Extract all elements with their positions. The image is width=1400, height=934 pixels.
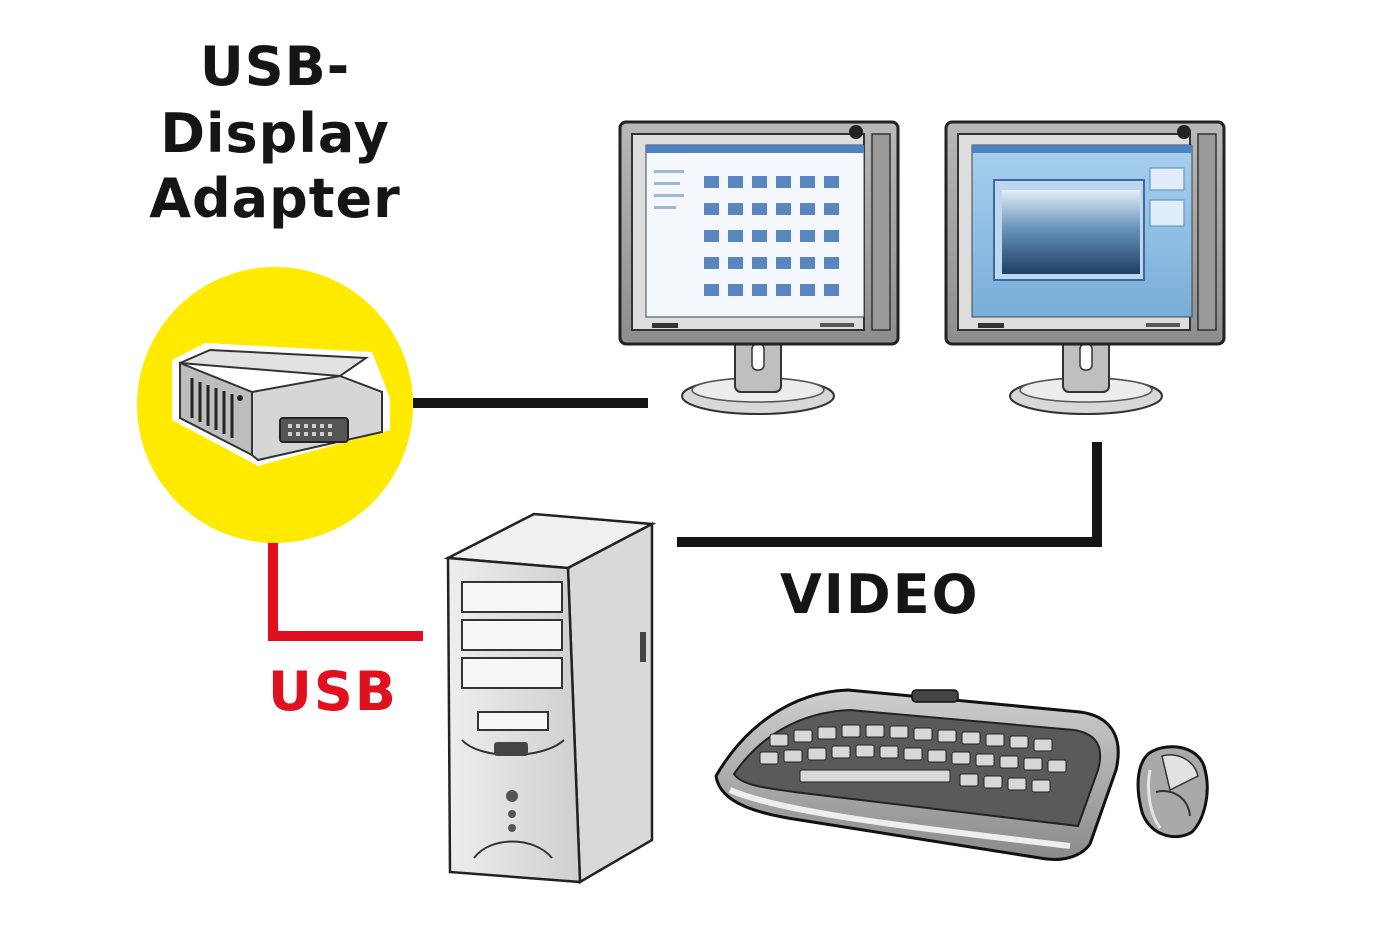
title-line-3: Adapter (149, 167, 401, 230)
title-line-1: USB- (199, 35, 351, 98)
pc-tower-icon (443, 512, 657, 885)
monitor-right-icon (944, 120, 1226, 415)
usb-label: USB (268, 660, 398, 723)
keyboard-icon (714, 688, 1120, 861)
video-cable-pc-to-monitor (677, 442, 1102, 547)
usb-cable (268, 540, 423, 641)
mouse-icon (1136, 745, 1209, 839)
usb-display-adapter-icon (137, 267, 413, 543)
monitor-left-icon (618, 120, 900, 415)
video-label: VIDEO (780, 563, 980, 626)
title-line-2: Display (160, 102, 390, 165)
